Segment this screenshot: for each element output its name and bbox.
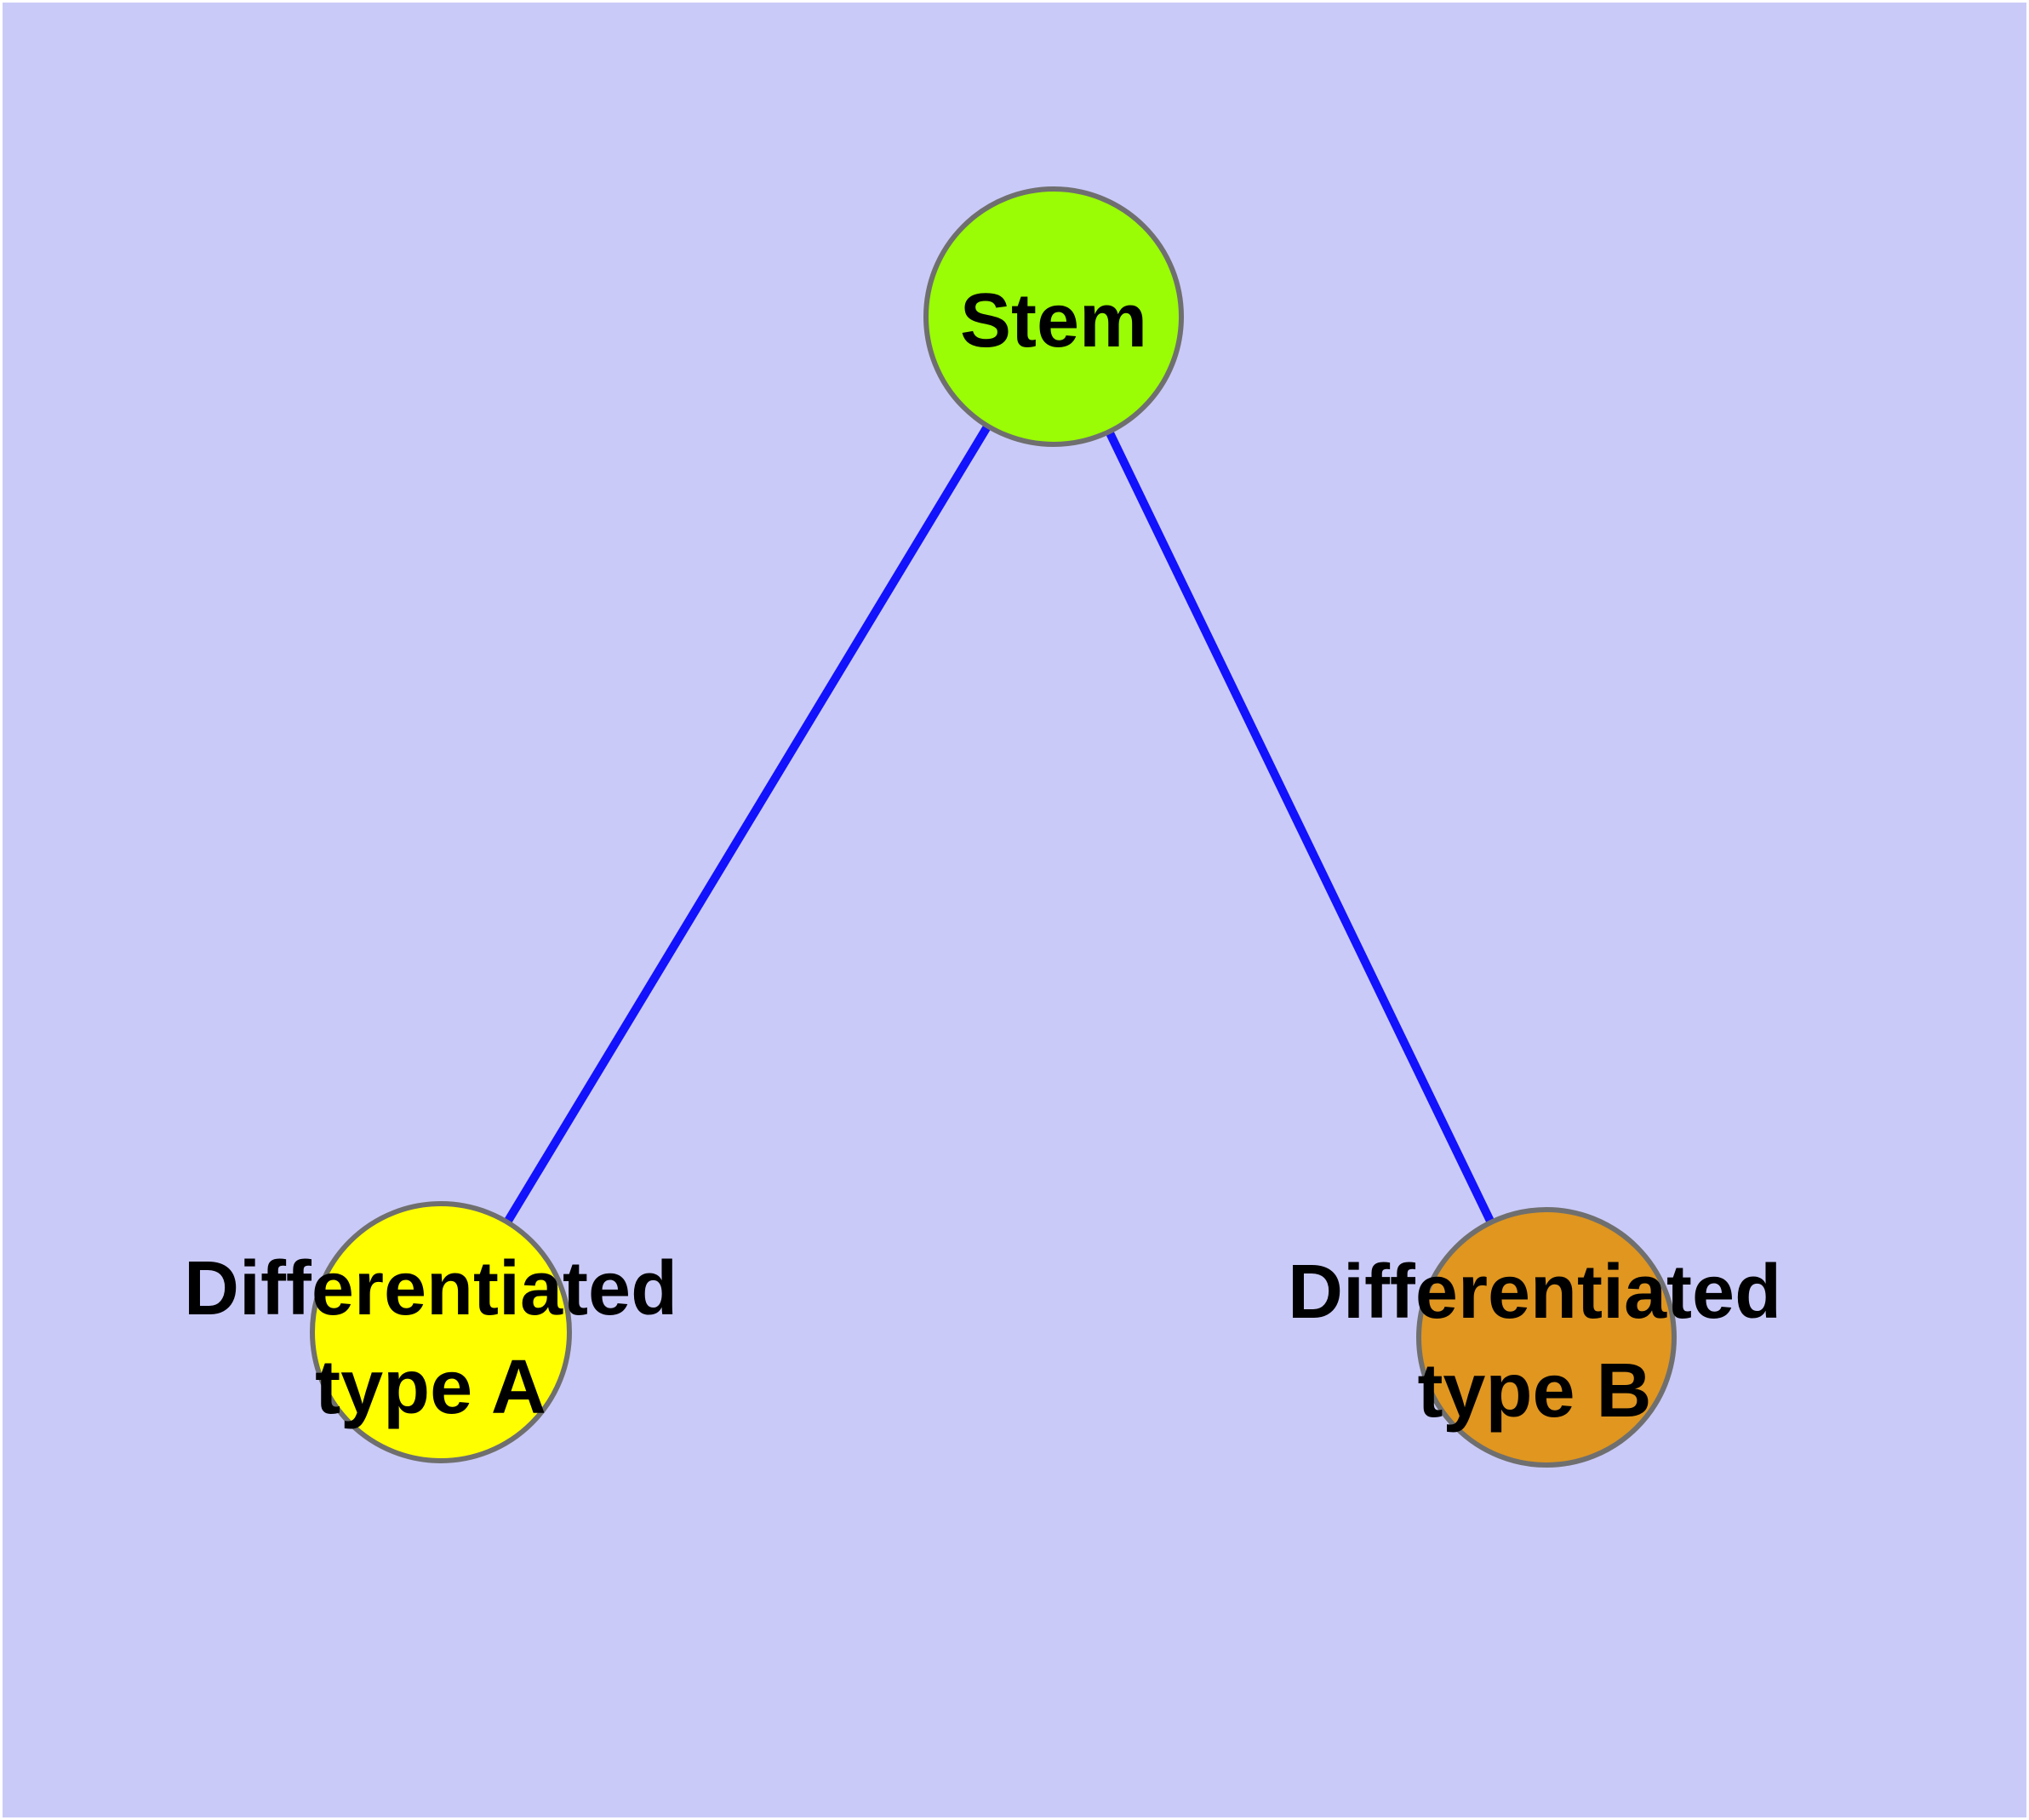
node-type-b-label-line-1: Differentiated bbox=[1287, 1250, 1782, 1335]
edge-stem-type-a bbox=[437, 314, 1058, 1335]
node-stem-label: Stem bbox=[960, 272, 1147, 370]
node-type-b-label: Differentiated type B bbox=[1288, 1243, 1781, 1440]
node-type-a-label: Differentiated type A bbox=[184, 1239, 677, 1437]
node-type-a-circle bbox=[310, 1201, 572, 1463]
edge-stem-type-b bbox=[1049, 314, 1551, 1340]
node-stem-circle bbox=[923, 186, 1184, 447]
node-type-a-label-line-1: Differentiated bbox=[183, 1246, 678, 1331]
node-type-b-label-line-2: type B bbox=[1417, 1348, 1652, 1434]
node-type-b-circle bbox=[1416, 1207, 1677, 1468]
node-type-a-label-line-2: type A bbox=[315, 1345, 546, 1430]
node-stem-label-line-1: Stem bbox=[959, 278, 1148, 363]
